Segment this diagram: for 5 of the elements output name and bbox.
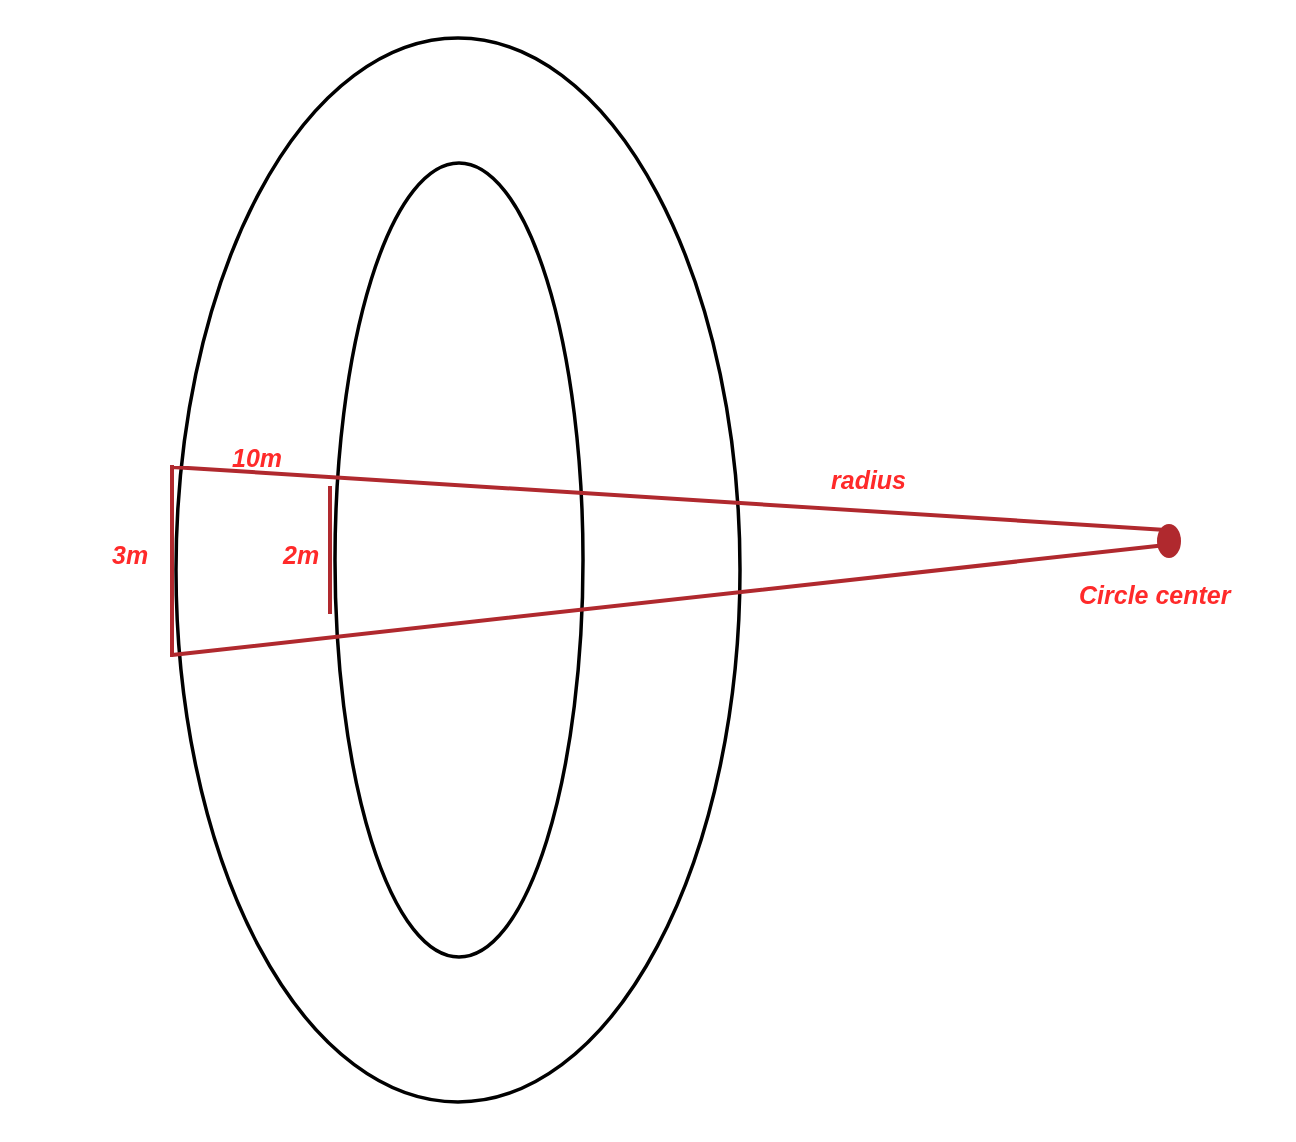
- dimension-label: radius: [831, 468, 907, 493]
- dimension-label: 3m: [112, 543, 149, 568]
- dimension-label: 2m: [283, 543, 320, 568]
- dimension-label: 10m: [232, 446, 283, 471]
- point-label: Circle center: [1079, 583, 1231, 608]
